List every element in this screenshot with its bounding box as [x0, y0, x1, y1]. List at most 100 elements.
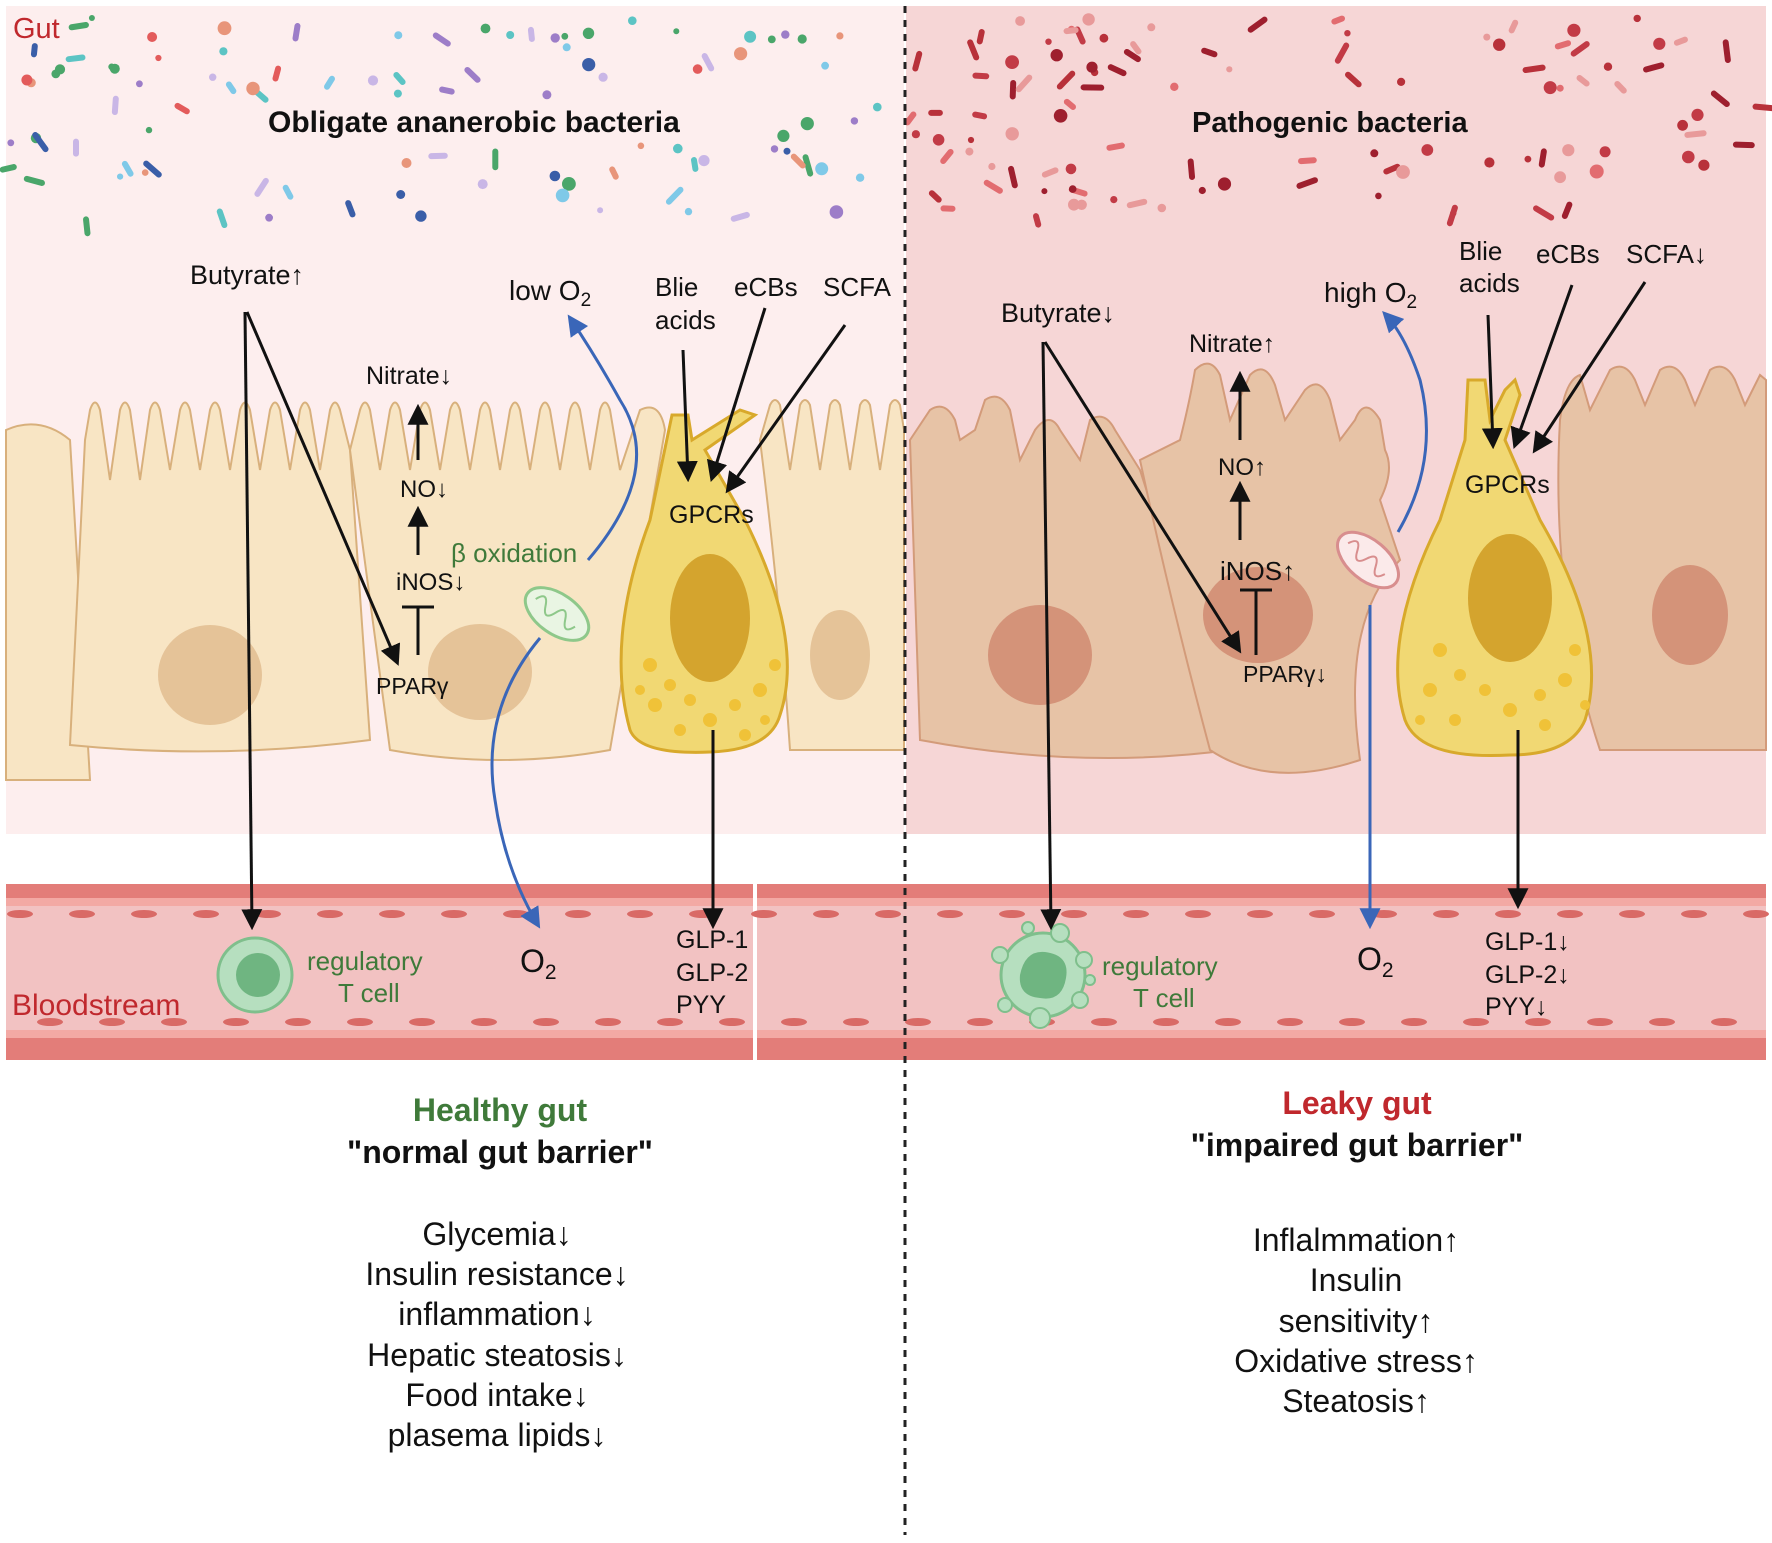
right-bile-label-2: acids	[1459, 268, 1520, 298]
left-hormone-pyy: PYY	[676, 991, 726, 1019]
bacterium-icon	[800, 117, 814, 131]
bacterium-icon	[1370, 149, 1379, 158]
bacterium-icon	[282, 184, 294, 200]
endothelial-cell-icon	[843, 1018, 869, 1026]
bacterium-icon	[1106, 142, 1125, 151]
bacterium-icon	[988, 162, 996, 171]
bacterium-icon	[432, 32, 451, 47]
left-bile-label-2: acids	[655, 305, 716, 335]
bacterium-icon	[561, 32, 569, 40]
leaky-gut-title: Leaky gut	[1282, 1085, 1432, 1121]
bacterium-icon	[68, 22, 89, 31]
bacterium-icon	[637, 142, 645, 150]
bacterium-icon	[912, 50, 923, 72]
bacterium-icon	[121, 160, 134, 177]
bacterium-icon	[0, 164, 17, 173]
bacterium-icon	[698, 155, 710, 167]
bacterium-icon	[1147, 23, 1156, 32]
endothelial-cell-icon	[1371, 910, 1397, 918]
right-inos-label: iNOS↑	[1220, 556, 1295, 586]
healthy-gut-title: Healthy gut	[413, 1092, 588, 1128]
bacterium-icon	[967, 136, 975, 144]
bacterium-icon	[30, 43, 38, 58]
endothelial-cell-icon	[379, 910, 405, 918]
bacterium-icon	[1562, 144, 1575, 157]
endothelial-cell-icon	[905, 1018, 931, 1026]
bacterium-icon	[598, 72, 608, 82]
leaky-effect: Inflalmmation↑	[1253, 1222, 1459, 1258]
bacterium-icon	[1065, 163, 1077, 175]
bacterium-icon	[292, 22, 301, 42]
endothelial-cell-icon	[131, 910, 157, 918]
bacterium-icon	[23, 175, 45, 186]
left-bile-label-1: Blie	[655, 272, 698, 302]
endothelial-cell-icon	[627, 910, 653, 918]
bacterium-icon	[555, 188, 570, 203]
bacterium-icon	[767, 35, 776, 44]
bacterium-icon	[1522, 64, 1546, 74]
bacterium-icon	[1383, 163, 1401, 175]
bacterium-icon	[1345, 71, 1362, 88]
bacterium-icon	[1493, 38, 1506, 51]
beta-oxidation-label: β oxidation	[451, 538, 577, 568]
bacterium-icon	[1567, 23, 1581, 37]
left-inos-label: iNOS↓	[396, 569, 465, 596]
bacterium-icon	[673, 28, 680, 35]
bacterium-icon	[1099, 33, 1109, 43]
left-hormone-glp1: GLP-1	[676, 926, 748, 954]
bacterium-icon	[1041, 167, 1059, 178]
right-butyrate-label: Butyrate↓	[1001, 298, 1115, 328]
leaky-effect: sensitivity↑	[1279, 1303, 1434, 1339]
bacterium-icon	[401, 158, 412, 168]
bacterium-icon	[1015, 16, 1025, 26]
left-o2-blood-label: O2	[520, 943, 557, 984]
bacterium-icon	[1050, 49, 1063, 62]
endothelial-cell-icon	[1495, 910, 1521, 918]
bacterium-icon	[477, 179, 488, 190]
endothelial-cell-icon	[657, 1018, 683, 1026]
bacterium-icon	[1570, 41, 1590, 57]
bacterium-icon	[1752, 103, 1772, 112]
bacterium-icon	[1110, 196, 1118, 204]
bacteria-field	[0, 13, 1772, 237]
bacterium-icon	[692, 64, 703, 74]
left-treg-label-1: regulatory	[307, 946, 423, 976]
bacterium-icon	[141, 169, 149, 176]
endothelial-cell-icon	[7, 910, 33, 918]
bacterium-icon	[1533, 205, 1555, 221]
gut-label: Gut	[13, 13, 60, 45]
bacterium-icon	[7, 139, 15, 147]
bacterium-icon	[428, 152, 448, 160]
bacterium-icon	[1614, 80, 1627, 94]
endothelial-cell-icon	[595, 1018, 621, 1026]
bacterium-icon	[109, 63, 120, 74]
right-o2-top-label: high O2	[1324, 277, 1417, 313]
endothelial-cell-icon	[781, 1018, 807, 1026]
left-bacteria-label: Obligate ananerobic bacteria	[268, 106, 680, 139]
healthy-effect: Insulin resistance↓	[365, 1256, 628, 1292]
bacterium-icon	[542, 90, 552, 100]
bacterium-icon	[1080, 84, 1105, 91]
bacterium-icon	[1015, 74, 1033, 93]
bacterium-icon	[1722, 39, 1731, 64]
bacterium-icon	[1201, 47, 1218, 58]
bacterium-icon	[1086, 61, 1098, 73]
bacterium-icon	[323, 75, 335, 90]
endothelial-cell-icon	[255, 910, 281, 918]
bacterium-icon	[1053, 109, 1068, 123]
endothelial-cell-icon	[937, 910, 963, 918]
bacterium-icon	[549, 170, 561, 182]
bacterium-icon	[1187, 158, 1196, 180]
bacterium-icon	[527, 26, 535, 42]
bacterium-icon	[272, 65, 282, 82]
endothelial-cell-icon	[161, 1018, 187, 1026]
bacterium-icon	[550, 33, 560, 43]
bacterium-icon	[873, 102, 882, 112]
bloodstream-label: Bloodstream	[12, 989, 180, 1022]
bacterium-icon	[1247, 16, 1268, 33]
bacterium-icon	[1483, 33, 1491, 41]
bacterium-icon	[1554, 171, 1566, 184]
right-ecbs-label: eCBs	[1536, 239, 1600, 269]
endothelial-cell-icon	[503, 910, 529, 918]
endothelial-cell-icon	[1091, 1018, 1117, 1026]
